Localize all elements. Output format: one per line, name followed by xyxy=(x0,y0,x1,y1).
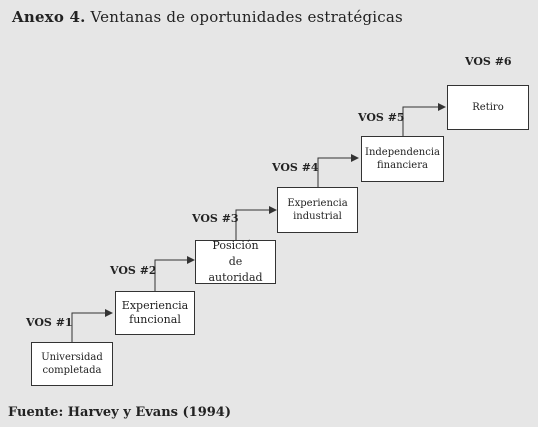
step-box-3: Posición de autoridad xyxy=(195,239,276,284)
connector-3-4 xyxy=(235,206,277,240)
connector-1-2 xyxy=(71,309,113,342)
step-label-4: VOS #4 xyxy=(272,161,319,174)
step-box-5: Independencia financiera xyxy=(361,136,444,182)
step-label-6: VOS #6 xyxy=(465,55,512,68)
step-label-3: VOS #3 xyxy=(192,212,239,225)
step-box-1: Universidad completada xyxy=(31,342,113,386)
step-label-1: VOS #1 xyxy=(26,316,73,329)
step-box-2: Experiencia funcional xyxy=(115,291,195,335)
source-note: Fuente: Harvey y Evans (1994) xyxy=(8,405,231,420)
connector-4-5 xyxy=(317,154,359,187)
figure-title: Anexo 4. Ventanas de oportunidades estra… xyxy=(12,8,403,26)
step-box-6: Retiro xyxy=(447,85,529,130)
step-label-2: VOS #2 xyxy=(110,264,157,277)
connector-5-6 xyxy=(402,103,446,136)
connector-2-3 xyxy=(154,256,195,291)
figure-title-prefix: Anexo 4. xyxy=(12,8,86,26)
step-box-4: Experiencia industrial xyxy=(277,187,358,233)
figure-title-text: Ventanas de oportunidades estratégicas xyxy=(85,8,403,26)
step-label-5: VOS #5 xyxy=(358,111,405,124)
